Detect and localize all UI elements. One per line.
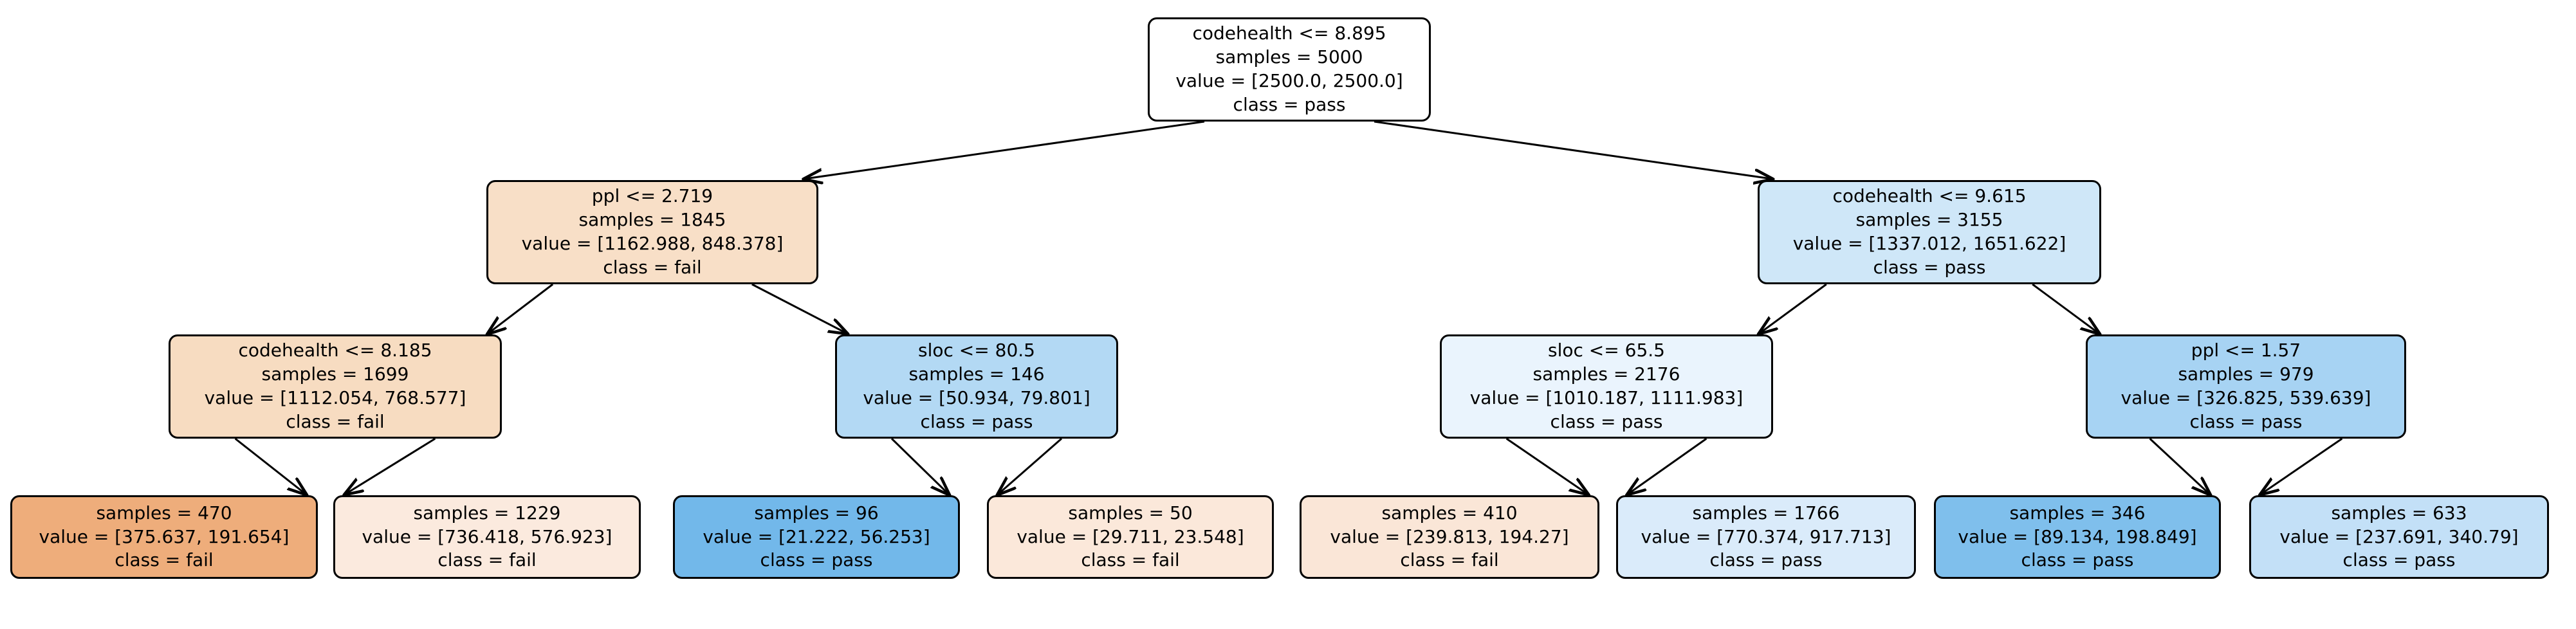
node-samples: samples = 346 (2009, 502, 2146, 524)
node-class: class = pass (2189, 410, 2303, 432)
node-class: class = fail (286, 410, 385, 432)
node-class: class = fail (115, 549, 214, 571)
node-condition: sloc <= 80.5 (918, 340, 1035, 361)
tree-edge (1628, 437, 1707, 494)
tree-edge (2149, 437, 2210, 494)
node-class: class = pass (1873, 256, 1986, 278)
node-class: class = pass (1709, 549, 1823, 571)
node-class: class = pass (2342, 549, 2456, 571)
tree-edge (751, 283, 847, 333)
node-samples: samples = 470 (96, 502, 232, 524)
node-class: class = pass (920, 410, 1033, 432)
node-value: value = [1337.012, 1651.622] (1792, 233, 2066, 254)
node-class: class = fail (1400, 549, 1499, 571)
node-class: class = pass (1233, 93, 1346, 115)
node-samples: samples = 1699 (261, 363, 409, 385)
node-samples: samples = 3155 (1855, 209, 2003, 231)
node-samples: samples = 410 (1381, 502, 1518, 524)
node-samples: samples = 5000 (1215, 46, 1363, 68)
tree-edges (234, 120, 2343, 494)
node-class: class = pass (1550, 410, 1663, 432)
node-value: value = [1010.187, 1111.983] (1469, 387, 1743, 408)
node-value: value = [50.934, 79.801] (863, 387, 1090, 408)
node-value: value = [1162.988, 848.378] (521, 233, 784, 254)
node-value: value = [2500.0, 2500.0] (1175, 70, 1403, 91)
node-value: value = [770.374, 917.713] (1641, 525, 1891, 547)
tree-edge (2032, 283, 2099, 333)
node-value: value = [21.222, 56.253] (703, 525, 930, 547)
tree-edge (345, 437, 436, 494)
node-samples: samples = 96 (754, 502, 879, 524)
tree-edge (488, 283, 554, 333)
node-class: class = pass (2021, 549, 2134, 571)
node-condition: sloc <= 65.5 (1548, 340, 1665, 361)
node-class: class = fail (603, 256, 702, 278)
node-condition: codehealth <= 9.615 (1832, 185, 2027, 207)
node-samples: samples = 979 (2178, 363, 2314, 385)
node-samples: samples = 1229 (413, 502, 561, 524)
node-value: value = [375.637, 191.654] (39, 525, 290, 547)
node-samples: samples = 146 (908, 363, 1045, 385)
node-condition: ppl <= 1.57 (2191, 340, 2301, 361)
node-value: value = [237.691, 340.79] (2279, 525, 2519, 547)
tree-edge (1505, 437, 1588, 494)
node-samples: samples = 633 (2331, 502, 2467, 524)
node-value: value = [1112.054, 768.577] (204, 387, 466, 408)
tree-edge (1374, 120, 1771, 179)
node-condition: ppl <= 2.719 (591, 185, 713, 207)
node-value: value = [29.711, 23.548] (1017, 525, 1244, 547)
node-value: value = [736.418, 576.923] (362, 525, 612, 547)
node-value: value = [239.813, 194.27] (1330, 525, 1569, 547)
tree-edge (890, 437, 948, 494)
tree-edge (998, 437, 1062, 494)
tree-edge (2261, 437, 2343, 494)
node-value: value = [326.825, 539.639] (2121, 387, 2371, 408)
tree-edge (805, 120, 1205, 179)
node-samples: samples = 1766 (1692, 502, 1840, 524)
node-samples: samples = 50 (1068, 502, 1193, 524)
tree-edge (1760, 283, 1827, 333)
node-condition: codehealth <= 8.185 (238, 340, 432, 361)
node-samples: samples = 2176 (1532, 363, 1680, 385)
node-value: value = [89.134, 198.849] (1958, 525, 2197, 547)
node-class: class = fail (1081, 549, 1180, 571)
node-class: class = pass (760, 549, 873, 571)
tree-edge (234, 437, 306, 494)
node-class: class = fail (437, 549, 537, 571)
node-condition: codehealth <= 8.895 (1192, 23, 1386, 44)
node-samples: samples = 1845 (578, 209, 726, 231)
